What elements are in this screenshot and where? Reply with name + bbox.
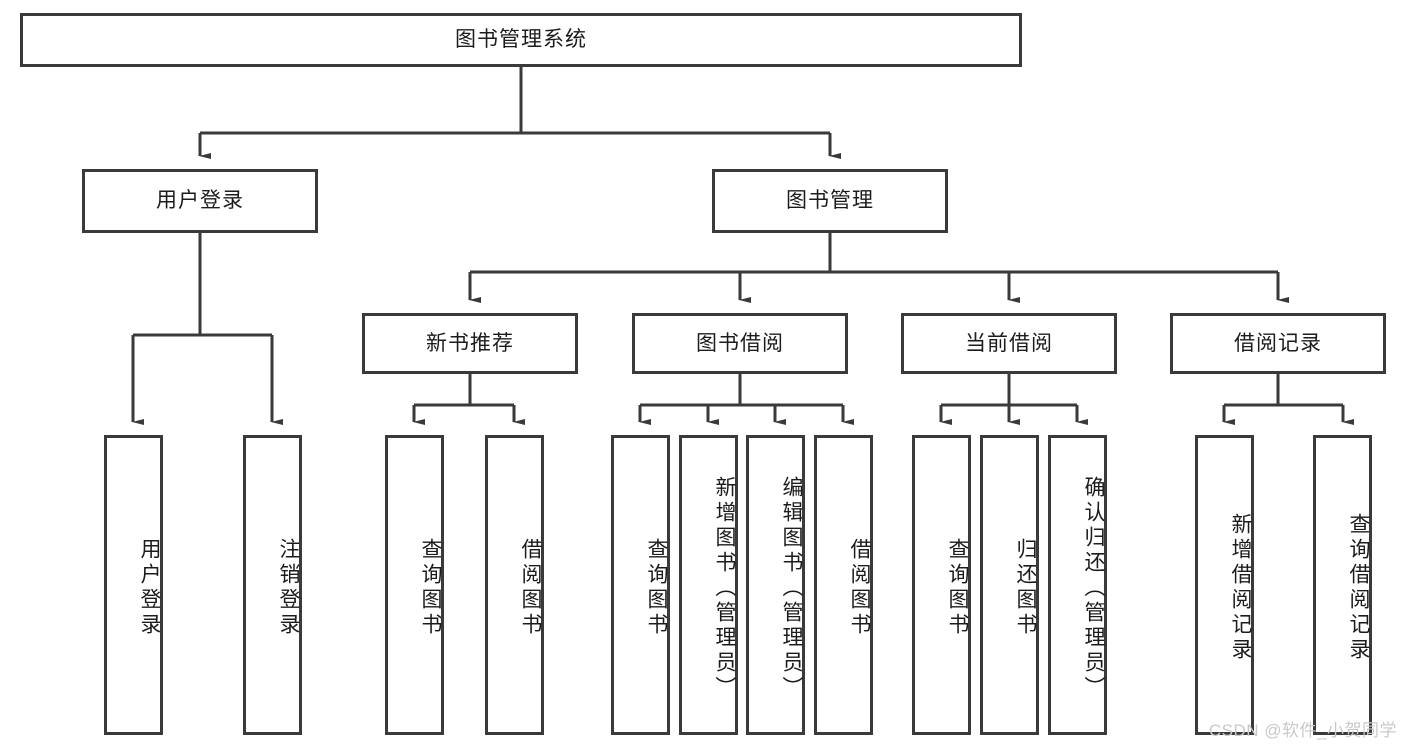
node-leaf-user-login-label: 用户登录 [138, 538, 161, 638]
node-leaf-logout[interactable]: 注销登录 [243, 435, 302, 735]
node-book-borrow[interactable]: 图书借阅 [632, 313, 848, 374]
node-leaf-user-login[interactable]: 用户登录 [104, 435, 163, 735]
node-leaf-query-book-current-label: 查询图书 [946, 538, 969, 638]
node-leaf-query-book-borrow[interactable]: 查询图书 [611, 435, 670, 735]
node-user-login-label: 用户登录 [156, 189, 244, 213]
node-leaf-add-book-admin[interactable]: 新增图书（管理员） [679, 435, 738, 735]
node-root-label: 图书管理系统 [455, 28, 587, 52]
node-leaf-query-borrow-record-label: 查询借阅记录 [1347, 513, 1370, 663]
node-leaf-logout-label: 注销登录 [277, 538, 300, 638]
node-root[interactable]: 图书管理系统 [20, 13, 1022, 67]
node-book-management[interactable]: 图书管理 [712, 169, 948, 233]
node-leaf-borrow-book-recommend[interactable]: 借阅图书 [485, 435, 544, 735]
node-current-borrow[interactable]: 当前借阅 [901, 313, 1117, 374]
node-leaf-query-book-recommend[interactable]: 查询图书 [385, 435, 444, 735]
node-leaf-confirm-return-admin-label: 确认归还（管理员） [1082, 475, 1105, 701]
node-borrow-record-label: 借阅记录 [1234, 331, 1322, 355]
node-leaf-add-borrow-record-label: 新增借阅记录 [1229, 513, 1252, 663]
node-leaf-add-borrow-record[interactable]: 新增借阅记录 [1195, 435, 1254, 735]
node-new-book-recommend[interactable]: 新书推荐 [362, 313, 578, 374]
node-book-management-label: 图书管理 [786, 189, 874, 213]
node-book-borrow-label: 图书借阅 [696, 331, 784, 355]
node-leaf-return-book-label: 归还图书 [1014, 538, 1037, 638]
node-leaf-query-book-borrow-label: 查询图书 [645, 538, 668, 638]
node-new-book-recommend-label: 新书推荐 [426, 331, 514, 355]
node-leaf-return-book[interactable]: 归还图书 [980, 435, 1039, 735]
csdn-watermark: CSDN @软件_小贺同学 [1208, 721, 1397, 740]
node-leaf-borrow-book-recommend-label: 借阅图书 [519, 538, 542, 638]
node-user-login[interactable]: 用户登录 [82, 169, 318, 233]
node-leaf-confirm-return-admin[interactable]: 确认归还（管理员） [1048, 435, 1107, 735]
node-leaf-borrow-book-label: 借阅图书 [848, 538, 871, 638]
node-leaf-query-borrow-record[interactable]: 查询借阅记录 [1313, 435, 1372, 735]
node-leaf-add-book-admin-label: 新增图书（管理员） [713, 475, 736, 701]
node-current-borrow-label: 当前借阅 [965, 331, 1053, 355]
node-borrow-record[interactable]: 借阅记录 [1170, 313, 1386, 374]
node-leaf-query-book-current[interactable]: 查询图书 [912, 435, 971, 735]
node-leaf-edit-book-admin-label: 编辑图书（管理员） [780, 475, 803, 701]
node-leaf-edit-book-admin[interactable]: 编辑图书（管理员） [746, 435, 805, 735]
node-leaf-query-book-recommend-label: 查询图书 [419, 538, 442, 638]
node-leaf-borrow-book[interactable]: 借阅图书 [814, 435, 873, 735]
